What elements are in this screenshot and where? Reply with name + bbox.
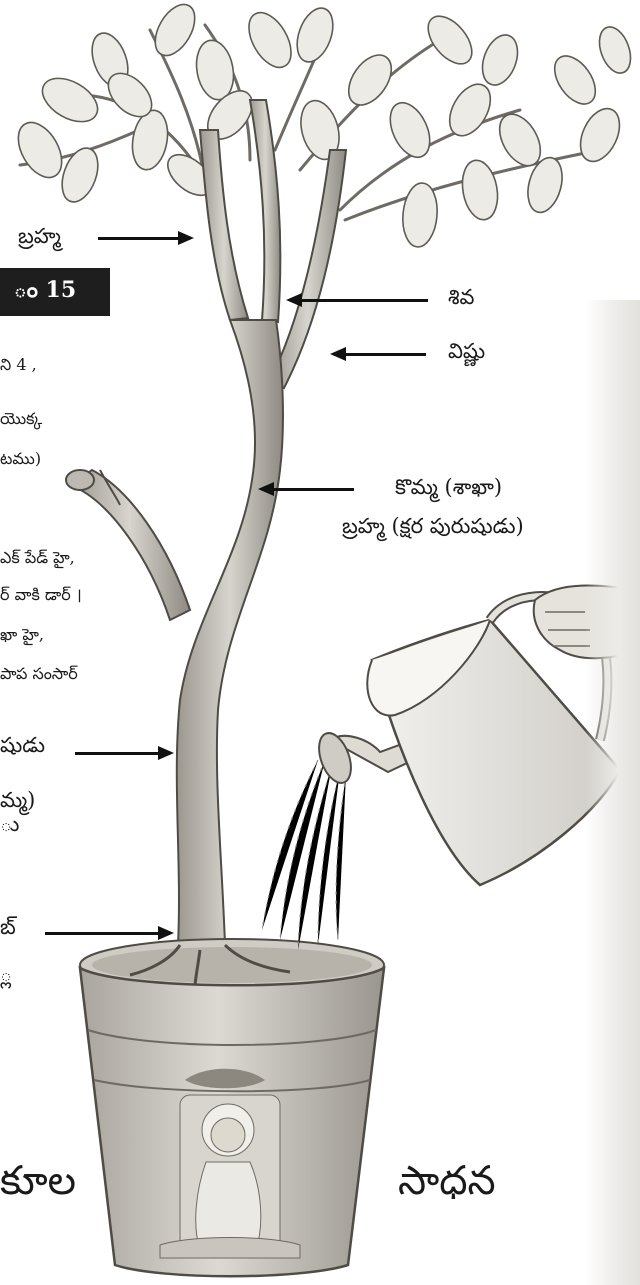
- label-bottom-left: కూల: [0, 1158, 76, 1214]
- left-line-1: ని 4 ,: [0, 354, 37, 376]
- left-line-3: టము): [0, 448, 41, 470]
- hindi-line-4: పాప సంసార్: [0, 663, 78, 685]
- hindi-line-2: ర్ వాకి డార్ ।: [0, 584, 82, 606]
- badge-text: ం 15: [14, 277, 76, 308]
- arrow-purusha: [75, 752, 170, 755]
- label-branch-sub: బ్రహ్మ (క్షర పురుషుడు): [342, 514, 524, 544]
- label-vishnu: విష్ణు: [448, 339, 485, 369]
- arrow-brahma: [98, 237, 190, 240]
- arrow-root: [45, 932, 170, 935]
- label-purusha-sub-2: ు: [0, 812, 19, 842]
- arrow-shiva: [290, 299, 428, 302]
- label-branch: కొమ్మ (శాఖా): [395, 475, 502, 505]
- label-brahma: బ్రహ్మ: [18, 224, 61, 254]
- hindi-line-1: ఎక్ పేడ్ హై,: [0, 547, 75, 569]
- label-shiva: శివ: [448, 285, 474, 315]
- arrow-vishnu: [334, 353, 426, 356]
- label-bottom-right: సాధన: [398, 1158, 496, 1214]
- hindi-line-3: ఖా హై,: [0, 624, 44, 646]
- label-root-sub: ్ల: [0, 962, 12, 992]
- page-edge-shadow: [585, 300, 640, 1285]
- label-root: బ్: [0, 915, 16, 945]
- label-purusha: షుడు: [0, 733, 45, 763]
- left-line-2: యొక్క: [0, 408, 42, 430]
- water-drops: [262, 760, 346, 950]
- figure-number-badge: ం 15: [0, 268, 110, 316]
- arrow-branch: [262, 488, 354, 491]
